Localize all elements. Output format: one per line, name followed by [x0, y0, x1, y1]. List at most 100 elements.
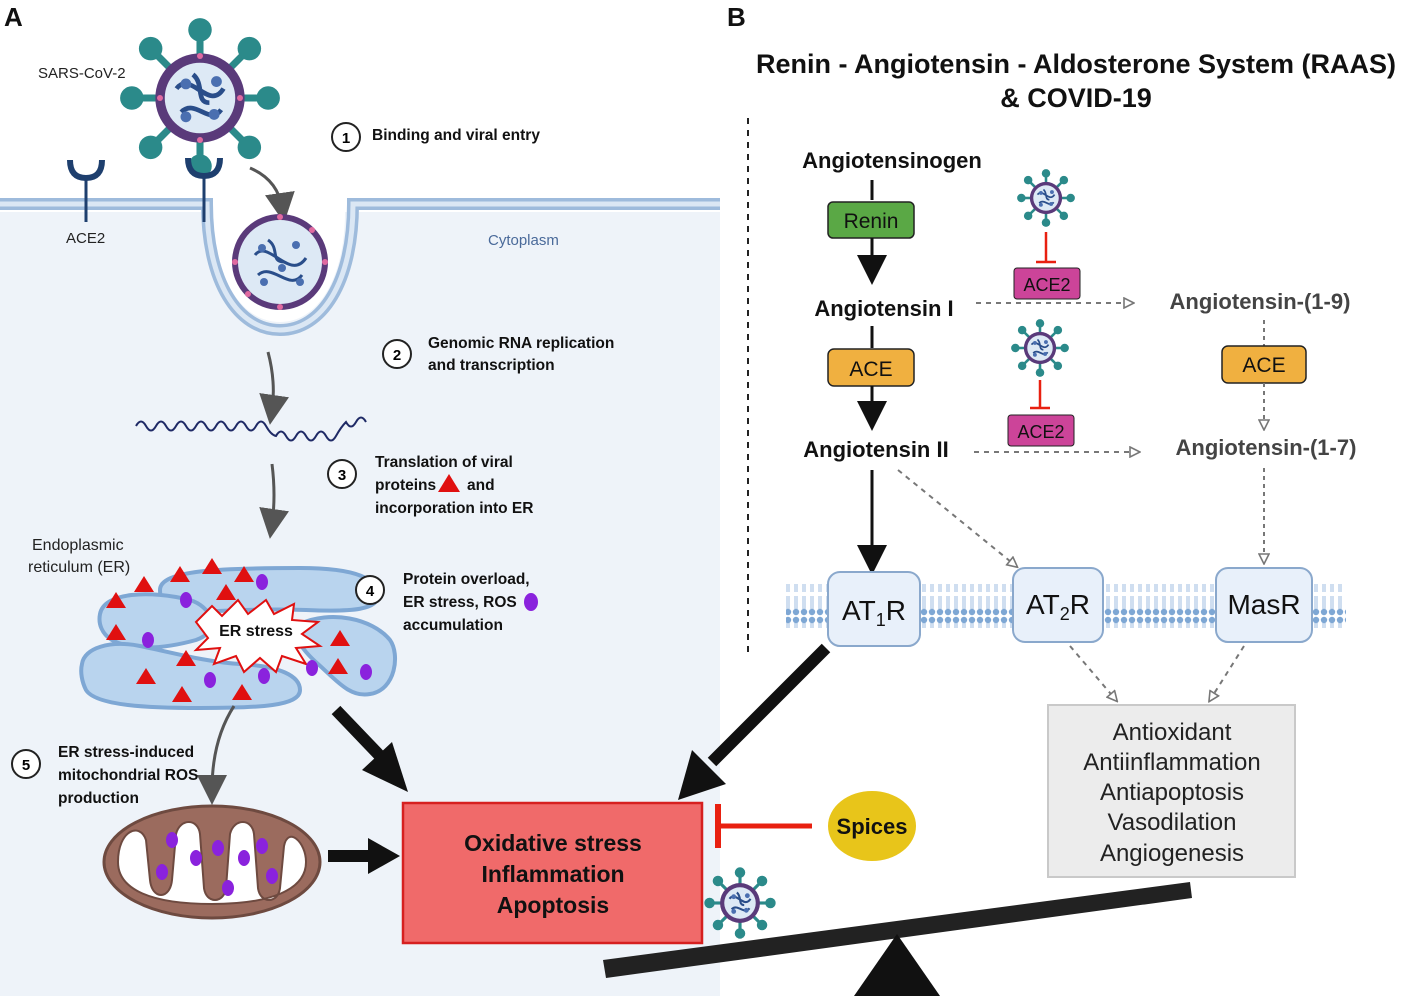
angiotensin-2-label: Angiotensin II [803, 437, 948, 462]
step-1: 1 Binding and viral entry [331, 122, 540, 152]
er-ros-dots [142, 574, 372, 688]
step-3: 3 Translation of viral proteins and inco… [327, 454, 533, 517]
panel-letter-a: A [4, 2, 23, 32]
outcome-box: Oxidative stress Inflammation Apoptosis [401, 801, 704, 945]
step-3-line-3: incorporation into ER [375, 500, 533, 517]
step-5-line-3: production [58, 790, 139, 807]
spices-label: Spices [837, 814, 908, 839]
at1r-end: R [886, 595, 906, 626]
at1r-to-outcome-arrow [707, 643, 831, 767]
panel-letter-b: B [727, 2, 746, 32]
benefit-5: Angiogenesis [1100, 840, 1244, 867]
angiotensin-1-7-label: Angiotensin-(1-7) [1176, 435, 1357, 460]
step-4-line-3: accumulation [403, 617, 503, 634]
step-3-line-2a: proteins [375, 477, 436, 494]
panel-a: A SARS-CoV-2 ACE2 Cytoplasm [0, 2, 720, 996]
at1r-receptor: AT1R [827, 571, 921, 647]
ace-left-label: ACE [849, 358, 892, 381]
masr-receptor: MasR [1215, 567, 1313, 643]
step-4-line-1: Protein overload, [403, 571, 530, 588]
step-5-line-1: ER stress-induced [58, 744, 194, 761]
step-3-line-2b: and [467, 477, 495, 494]
title-line-1: Renin - Angiotensin - Aldosterone System… [756, 49, 1396, 79]
step-4-line-2: ER stress, ROS [403, 594, 517, 611]
benefit-4: Vasodilation [1108, 809, 1237, 836]
ace2-bottom-label: ACE2 [1017, 422, 1064, 442]
ace-right-label: ACE [1242, 354, 1285, 377]
virus-spike-decor [157, 53, 243, 143]
endoplasmic-reticulum-icon: ER stress [79, 558, 398, 711]
at2r-main: AT [1026, 589, 1060, 620]
sars-cov-2-virion-icon [120, 18, 280, 178]
benefit-1: Antioxidant [1113, 719, 1232, 746]
step-1-text: Binding and viral entry [372, 127, 540, 144]
benefit-3: Antiapoptosis [1100, 779, 1244, 806]
viral-protein-triangle-icon [438, 474, 460, 492]
outcome-line-1: Oxidative stress [464, 830, 642, 856]
replication-arrow [259, 351, 289, 425]
benefit-2: Antiinflammation [1083, 749, 1260, 776]
benefits-box: Antioxidant Antiinflammation Antiapoptos… [1047, 704, 1296, 878]
ace2-enzyme-bottom [1007, 414, 1075, 447]
at1r-sub: 1 [876, 610, 886, 630]
masr-to-benefits-arrow [1210, 645, 1245, 700]
entry-arrow [249, 166, 295, 223]
step-2-line-1: Genomic RNA replication [428, 335, 614, 352]
angiotensin-1-9-label: Angiotensin-(1-9) [1170, 289, 1351, 314]
svg-text:AT2R: AT2R [1026, 589, 1090, 624]
at2r-to-benefits-arrow [1069, 645, 1116, 700]
outcome-line-3: Apoptosis [497, 892, 609, 918]
renin-label: Renin [844, 210, 899, 233]
title-line-2: & COVID-19 [1000, 83, 1152, 113]
step-3-line-1: Translation of viral [375, 454, 513, 471]
ace2-label: ACE2 [66, 230, 105, 247]
ace2-receptor-icon [67, 159, 105, 222]
seesaw-fulcrum [854, 934, 940, 996]
svg-text:AT1R: AT1R [842, 595, 906, 630]
balance-seesaw [603, 882, 1192, 996]
cytoplasm-label: Cytoplasm [488, 232, 559, 249]
er-to-mitochondria-arrow [197, 705, 236, 805]
step-2-number: 2 [393, 347, 401, 364]
spices-badge [828, 791, 916, 861]
at2r-end: R [1070, 589, 1090, 620]
er-protein-triangles [106, 558, 350, 702]
ace2-top-label: ACE2 [1023, 275, 1070, 295]
panel-b: B Renin - Angiotensin - Aldosterone Syst… [678, 2, 1396, 878]
ang2-to-at2r-arrow [897, 469, 1016, 566]
masr-label: MasR [1227, 589, 1300, 620]
er-to-outcome-arrow [331, 705, 385, 761]
ros-dot-icon [524, 593, 538, 611]
step-1-number: 1 [342, 130, 350, 147]
sars-cov-2-label: SARS-CoV-2 [38, 65, 126, 82]
at1r-main: AT [842, 595, 876, 626]
step-5-line-2: mitochondrial ROS [58, 767, 198, 784]
mitochondrion-icon [102, 804, 322, 920]
step-2: 2 Genomic RNA replication and transcript… [382, 335, 614, 374]
ace2-enzyme-top [1013, 267, 1081, 300]
outcome-line-2: Inflammation [481, 861, 624, 887]
endocytosed-virus-icon [232, 214, 328, 310]
at2r-receptor: AT2R [1012, 567, 1104, 643]
step-5: 5 ER stress-induced mitochondrial ROS pr… [11, 744, 198, 807]
er-label-line-1: Endoplasmic [32, 537, 124, 554]
er-stress-label: ER stress [219, 623, 293, 640]
step-4-number: 4 [366, 583, 375, 600]
angiotensinogen-label: Angiotensinogen [802, 148, 982, 173]
spices-inhibition: Spices [715, 791, 916, 861]
angiotensin-1-label: Angiotensin I [814, 296, 953, 321]
ace2-receptor-bound-icon [185, 157, 223, 222]
er-label-line-2: reticulum (ER) [28, 559, 130, 576]
step-2-line-2: and transcription [428, 357, 555, 374]
at2r-sub: 2 [1060, 604, 1070, 624]
translation-arrow [259, 463, 289, 539]
step-3-number: 3 [338, 467, 346, 484]
step-4: 4 Protein overload, ER stress, ROS accum… [355, 571, 538, 634]
virus-near-outcome-icon [702, 865, 778, 941]
step-5-number: 5 [22, 757, 30, 774]
virus-small-top-icon [1015, 167, 1077, 229]
viral-rna-strand-icon [135, 416, 367, 442]
virus-small-bottom-icon [1009, 317, 1071, 379]
